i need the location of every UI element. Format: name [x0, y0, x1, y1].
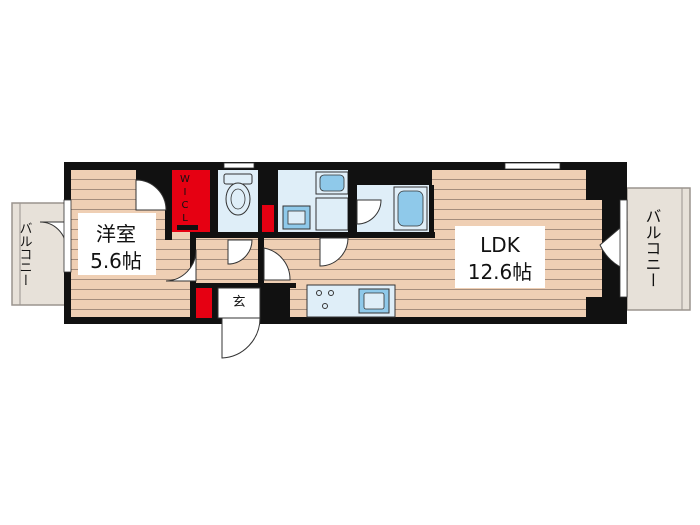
- stove-burner-icon: [316, 290, 334, 309]
- wic-char-3: C: [182, 200, 189, 211]
- wic-char-1: W: [180, 174, 190, 185]
- western-room-name: 洋室: [96, 222, 136, 246]
- bathroom: [357, 185, 429, 232]
- walk-in-closet: [172, 170, 210, 232]
- storage-small: [262, 205, 274, 233]
- washroom: [278, 170, 349, 232]
- balcony-left: [11, 202, 67, 306]
- entrance-label: 玄: [232, 295, 245, 310]
- wic-char-4: L: [182, 213, 188, 224]
- balcony-left-label: バルコニー: [17, 222, 33, 287]
- windows: [63, 162, 628, 298]
- ldk-size: 12.6帖: [468, 260, 533, 284]
- walk-in-closet-label: W I C L: [180, 174, 190, 224]
- door-swings: [39, 179, 628, 359]
- room-label-western: 洋室 5.6帖: [78, 213, 156, 275]
- room-label-ldk: LDK 12.6帖: [455, 226, 545, 288]
- ldk-name: LDK: [480, 233, 521, 257]
- kitchen-counter: [306, 284, 396, 318]
- entrance: [196, 287, 261, 319]
- balcony-right-label: バルコニー: [643, 208, 662, 288]
- toilet-room: [218, 170, 258, 232]
- western-room-size: 5.6帖: [90, 249, 142, 273]
- wic-char-2: I: [184, 187, 187, 198]
